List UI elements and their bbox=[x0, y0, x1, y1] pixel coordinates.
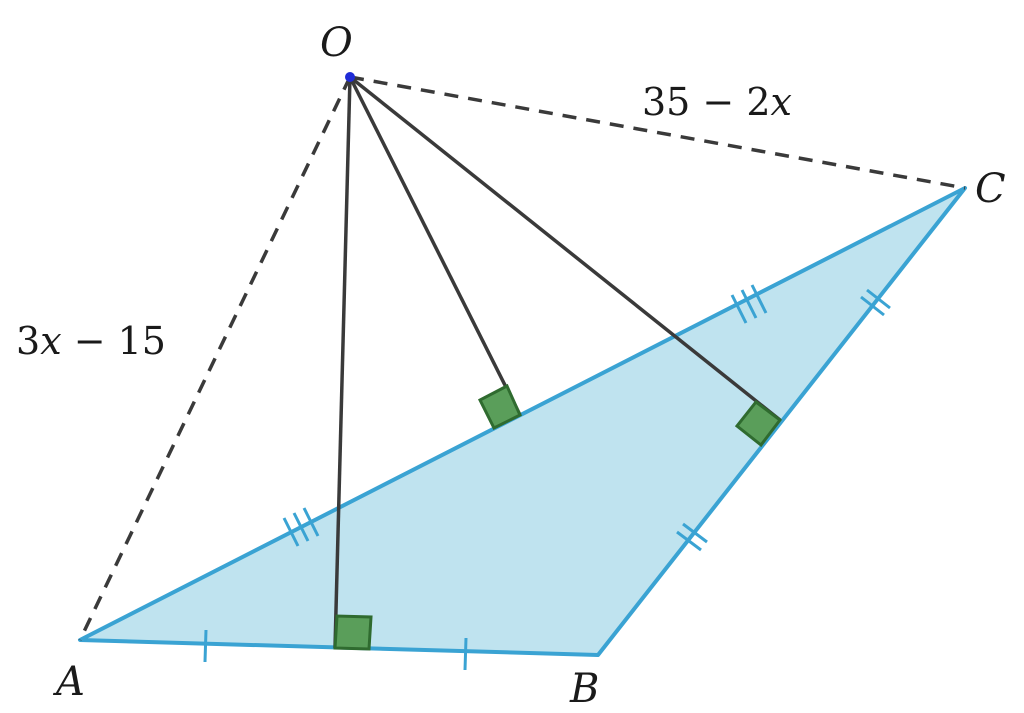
segment-oc-dashed bbox=[349, 75, 966, 190]
right-angle-marker-ab bbox=[333, 614, 373, 651]
tick-marks-bc bbox=[676, 288, 891, 552]
right-angle-marker-ac bbox=[477, 383, 522, 431]
label-length-oa: 3x − 15 bbox=[16, 319, 166, 363]
label-point-b: B bbox=[569, 666, 599, 712]
label-point-a: A bbox=[52, 659, 85, 705]
label-length-oc: 35 − 2x bbox=[642, 80, 792, 124]
point-o-dot bbox=[345, 72, 355, 82]
tick-marks-ab bbox=[203, 629, 468, 671]
perpendicular-to-ac bbox=[348, 76, 522, 416]
right-angle-marker-bc bbox=[734, 399, 783, 448]
label-point-c: C bbox=[975, 166, 1006, 212]
triangle-abc bbox=[78, 186, 967, 657]
perpendicular-to-bc bbox=[348, 75, 782, 422]
tick-marks-ac bbox=[282, 284, 768, 547]
segment-oa-dashed bbox=[78, 76, 352, 641]
label-point-o: O bbox=[320, 20, 353, 66]
perpendicular-to-ab bbox=[333, 76, 352, 649]
